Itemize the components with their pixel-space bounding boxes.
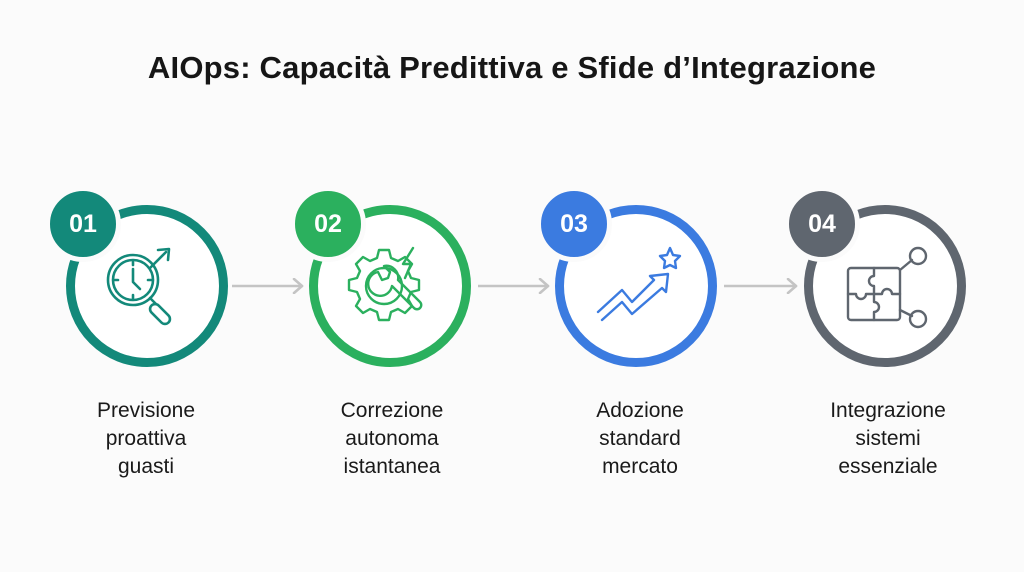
step-3-badge: 03 [536, 186, 612, 262]
step-2-badge: 02 [290, 186, 366, 262]
step-2-label: Correzione autonoma istantanea [340, 399, 444, 478]
step-1-badge: 01 [45, 186, 121, 262]
trend-arrow-star-icon [596, 246, 682, 322]
puzzle-network-icon [846, 246, 928, 329]
clock-magnifier-trend-icon [106, 247, 172, 326]
step-4-label: Integrazione sistemi essenziale [830, 399, 946, 478]
step-1-label: Previsione proattiva guasti [96, 399, 196, 478]
connector-arrow-2 [478, 278, 550, 294]
connector-arrow-3 [724, 278, 798, 294]
step-3-label: Adozione standard mercato [596, 399, 684, 478]
gear-wrench-lightning-icon [347, 246, 423, 322]
step-4-badge: 04 [784, 186, 860, 262]
page-title: AIOps: Capacità Predittiva e Sfide d’Int… [147, 50, 877, 85]
connector-arrow-1 [232, 278, 304, 294]
